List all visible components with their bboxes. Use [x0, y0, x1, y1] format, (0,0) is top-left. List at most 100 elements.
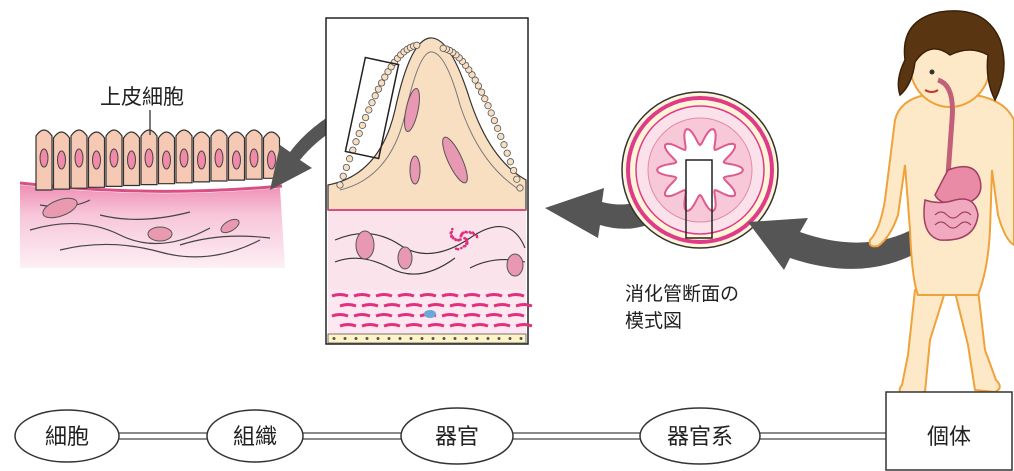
node-organ-label: 器官: [435, 425, 479, 450]
villus-cell: [366, 107, 372, 113]
muscle-fiber: [486, 295, 502, 297]
epithelial-cell: [246, 130, 262, 179]
gland-dot: [451, 228, 454, 231]
serosa-cell: [421, 337, 424, 340]
villus-cell: [346, 156, 352, 162]
muscle-fiber: [376, 315, 392, 317]
epithelial-cell-label: 上皮細胞: [100, 85, 184, 109]
gland-dot: [463, 245, 466, 248]
muscle-fiber: [442, 295, 458, 297]
villus-cell: [372, 93, 378, 99]
node-organ-system-label: 器官系: [667, 425, 733, 450]
serosa-cell: [366, 337, 369, 340]
muscle-fiber: [362, 325, 378, 327]
node-individual-label: 個体: [927, 425, 971, 450]
muscle-fiber: [450, 305, 466, 307]
villus-cell: [485, 103, 491, 109]
serosa-cell: [465, 337, 468, 340]
villus-cell: [356, 130, 362, 136]
serosa-cell: [476, 337, 479, 340]
villus-cell: [507, 159, 513, 165]
villus-cell: [375, 86, 381, 92]
muscle-fiber: [362, 305, 378, 307]
epithelial-cell: [89, 132, 105, 187]
villus-cell: [494, 125, 500, 131]
epithelial-cell-illustration: [20, 110, 285, 268]
epithelial-cell: [211, 130, 227, 181]
gland-dot: [465, 241, 468, 244]
epithelial-cell: [229, 132, 245, 180]
muscle-fiber: [494, 305, 510, 307]
serosa-cell: [487, 337, 490, 340]
villus-cell: [337, 182, 343, 188]
epithelial-cell: [141, 130, 157, 185]
muscle-fiber: [442, 315, 458, 317]
villus-cell: [501, 142, 507, 148]
gland-dot: [465, 231, 468, 234]
gland-dot: [459, 238, 462, 241]
muscle-fiber: [420, 295, 436, 297]
villus-cell: [482, 96, 488, 102]
gland-dot: [454, 238, 457, 241]
arrow-body-to-organ: [748, 218, 930, 270]
epithelial-cell: [36, 130, 52, 190]
serosa-cell: [333, 337, 336, 340]
muscle-fiber: [340, 305, 356, 307]
serosa-cell: [520, 337, 523, 340]
serosa-cell: [454, 337, 457, 340]
muscle-fiber: [508, 295, 524, 297]
muscle-fiber: [428, 305, 444, 307]
gland-dot: [465, 238, 468, 241]
serosa-cell: [443, 337, 446, 340]
villus-cell: [362, 114, 368, 120]
hierarchy-row: 細胞 組織 器官 器官系 個体: [15, 392, 1012, 470]
muscle-fiber: [516, 325, 532, 327]
cross-section-label-line2: 模式図: [625, 310, 682, 332]
muscle-fiber: [472, 305, 488, 307]
villus-cell: [498, 133, 504, 139]
villus-cell: [491, 117, 497, 123]
gland-dot: [452, 236, 455, 239]
muscle-fiber: [494, 325, 510, 327]
human-body-illustration: [870, 11, 1014, 395]
villus-cell: [514, 176, 520, 182]
villus-cell: [478, 89, 484, 95]
muscle-fiber: [340, 325, 356, 327]
epithelial-cell: [54, 132, 70, 189]
serosa-cell: [410, 337, 413, 340]
villus-cell: [517, 185, 523, 191]
gland-dot: [461, 233, 464, 236]
muscle-fiber: [332, 295, 348, 297]
villus-cell: [359, 122, 365, 128]
muscle-fiber: [354, 295, 370, 297]
node-cell-label: 細胞: [45, 425, 89, 450]
muscle-fiber: [472, 325, 488, 327]
serosa-cell: [432, 337, 435, 340]
villus-cell: [378, 80, 384, 86]
muscle-fiber: [384, 325, 400, 327]
muscle-fiber: [332, 315, 348, 317]
node-organ-system: 器官系: [640, 408, 760, 464]
villus-cell: [340, 173, 346, 179]
epithelial-cell: [194, 132, 210, 182]
muscle-fiber: [516, 305, 532, 307]
epithelial-cell: [176, 130, 192, 183]
gland-dot: [476, 236, 479, 239]
villus-cell: [504, 150, 510, 156]
villus-cell: [475, 83, 481, 89]
muscle-fiber: [486, 315, 502, 317]
villus-cell: [440, 45, 446, 51]
gland-dot: [469, 232, 472, 235]
gland-dot: [460, 247, 463, 250]
node-tissue: 組織: [207, 410, 303, 462]
node-individual: 個体: [886, 392, 1012, 470]
serosa-cell: [498, 337, 501, 340]
node-tissue-label: 組織: [233, 425, 277, 450]
villus-cell: [343, 164, 349, 170]
serosa-cell: [377, 337, 380, 340]
epithelial-cell: [71, 130, 87, 188]
serosa-cell: [355, 337, 358, 340]
gland-dot: [450, 231, 453, 234]
villus-cell: [369, 100, 375, 106]
muscle-fiber: [376, 295, 392, 297]
